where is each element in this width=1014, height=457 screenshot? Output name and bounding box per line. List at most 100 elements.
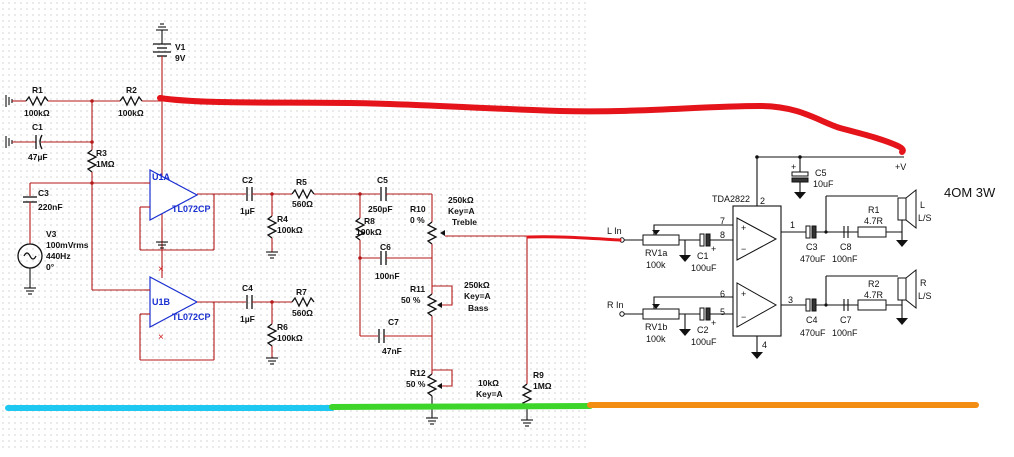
polarity-mark: − bbox=[741, 244, 746, 254]
r11-name: Bass bbox=[468, 303, 489, 313]
spk-l-ref: L bbox=[920, 200, 925, 210]
output-stage-A: C2 1µF R4 100kΩ R5 560Ω bbox=[197, 175, 380, 259]
c1-value: 47µF bbox=[28, 152, 48, 162]
pin-6: 6 bbox=[720, 289, 725, 299]
rc2-value: 100uF bbox=[691, 337, 717, 347]
rc2-ref: C2 bbox=[697, 325, 709, 335]
u1a-ref: U1A bbox=[152, 172, 171, 182]
input-bias-network: R1 100kΩ R2 100kΩ C1 47µF R3 1MΩ bbox=[5, 85, 162, 291]
r6-value: 100kΩ bbox=[277, 333, 303, 343]
v3-frequency: 440Hz bbox=[46, 251, 71, 261]
r12-ref: R12 bbox=[410, 368, 426, 378]
tone-stack: C5 250pF R8 100kΩ C6 100nF C7 47nF R10 bbox=[354, 175, 552, 427]
r12-value: 10kΩ bbox=[478, 378, 499, 388]
right-input-label: R In bbox=[607, 300, 624, 310]
r6-ref: R6 bbox=[277, 322, 288, 332]
opamp-U1B: × × U1B TL072CP bbox=[139, 264, 215, 361]
v3-phase: 0° bbox=[46, 262, 55, 272]
rc5-value: 10uF bbox=[813, 179, 834, 189]
r10-percent: 0 % bbox=[410, 215, 425, 225]
pin-1: 1 bbox=[790, 220, 795, 230]
rc1-value: 100uF bbox=[691, 263, 717, 273]
v3-amplitude: 100mVrms bbox=[46, 240, 89, 250]
rc3-ref: C3 bbox=[806, 242, 818, 252]
r1-ref: R1 bbox=[32, 85, 43, 95]
r8-value: 100kΩ bbox=[356, 227, 382, 237]
r7-ref: R7 bbox=[296, 287, 307, 297]
grid-background bbox=[0, 0, 588, 452]
r4-ref: R4 bbox=[277, 214, 288, 224]
pin-3: 3 bbox=[788, 295, 793, 305]
r3-value: 1MΩ bbox=[96, 159, 115, 169]
pin-8: 8 bbox=[720, 230, 725, 240]
rc7-value: 100nF bbox=[832, 328, 858, 338]
r10-value: 250kΩ bbox=[448, 195, 474, 205]
r8-ref: R8 bbox=[364, 216, 375, 226]
rc5-ref: C5 bbox=[815, 168, 827, 178]
opamp-U1A: U1A TL072CP bbox=[139, 169, 215, 251]
r12-percent: 50 % bbox=[406, 379, 426, 389]
r9-value: 1MΩ bbox=[533, 381, 552, 391]
pin-2: 2 bbox=[760, 196, 765, 206]
rv1a-value: 100k bbox=[646, 260, 666, 270]
polarity-mark: + bbox=[741, 289, 746, 299]
r11-percent: 50 % bbox=[401, 295, 421, 305]
rv1a-ref: RV1a bbox=[645, 248, 667, 258]
no-connect-mark: × bbox=[158, 264, 164, 275]
c1-ref: C1 bbox=[32, 122, 43, 132]
c5-ref: C5 bbox=[377, 175, 388, 185]
u1b-ref: U1B bbox=[152, 297, 171, 307]
r7-value: 560Ω bbox=[292, 308, 313, 318]
rc4-value: 470uF bbox=[800, 328, 826, 338]
chip-name: TDA2822 bbox=[712, 194, 750, 204]
v1-value: 9V bbox=[175, 53, 186, 63]
rc4-ref: C4 bbox=[806, 315, 818, 325]
spk-l-name: L/S bbox=[918, 213, 932, 223]
output-stage-B: C4 1µF R6 100kΩ R7 560Ω bbox=[197, 283, 315, 365]
spk-r-name: L/S bbox=[918, 291, 932, 301]
rr1-ref: R1 bbox=[868, 205, 880, 215]
spk-r-ref: R bbox=[920, 278, 927, 288]
rc8-ref: C8 bbox=[840, 242, 852, 252]
signal-source-V3: C3 220nF V3 100mVrms 440Hz 0° bbox=[17, 182, 92, 295]
v1-ref: V1 bbox=[175, 42, 186, 52]
speaker-note: 4OM 3W bbox=[944, 185, 996, 200]
no-connect-mark: × bbox=[158, 332, 164, 343]
rc3-value: 470uF bbox=[800, 254, 826, 264]
c7-value: 47nF bbox=[382, 346, 402, 356]
c6-ref: C6 bbox=[380, 242, 391, 252]
r5-value: 560Ω bbox=[292, 199, 313, 209]
r10-ref: R10 bbox=[410, 204, 426, 214]
annotation-markers bbox=[5, 95, 979, 411]
c7-ref: C7 bbox=[388, 317, 399, 327]
c6-value: 100nF bbox=[375, 271, 400, 281]
green-section-bar bbox=[329, 403, 593, 410]
rr1-value: 4.7R bbox=[864, 216, 884, 226]
polarity-mark: − bbox=[741, 312, 746, 322]
c2-ref: C2 bbox=[242, 175, 253, 185]
left-input-label: L In bbox=[607, 226, 622, 236]
pin-5: 5 bbox=[720, 307, 725, 317]
r2-value: 100kΩ bbox=[118, 108, 144, 118]
v3-ref: V3 bbox=[46, 229, 57, 239]
r3-ref: R3 bbox=[96, 148, 107, 158]
polarity-mark: + bbox=[711, 318, 716, 328]
polarity-mark: + bbox=[791, 162, 796, 172]
supply-label: +V bbox=[895, 162, 906, 172]
red-annotation-supply bbox=[157, 95, 906, 155]
rc7-ref: C7 bbox=[840, 315, 852, 325]
c2-value: 1µF bbox=[240, 206, 255, 216]
r1-value: 100kΩ bbox=[24, 108, 50, 118]
rr2-value: 4.7R bbox=[864, 290, 884, 300]
rr2-ref: R2 bbox=[868, 279, 880, 289]
r11-ref: R11 bbox=[410, 284, 425, 294]
c5-value: 250pF bbox=[368, 204, 393, 214]
u1b-part: TL072CP bbox=[172, 312, 211, 322]
rv1b-ref: RV1b bbox=[645, 322, 667, 332]
rv1b-value: 100k bbox=[646, 334, 666, 344]
r10-name: Treble bbox=[452, 217, 477, 227]
red-annotation-signal bbox=[526, 235, 622, 242]
pin-4: 4 bbox=[762, 340, 767, 350]
